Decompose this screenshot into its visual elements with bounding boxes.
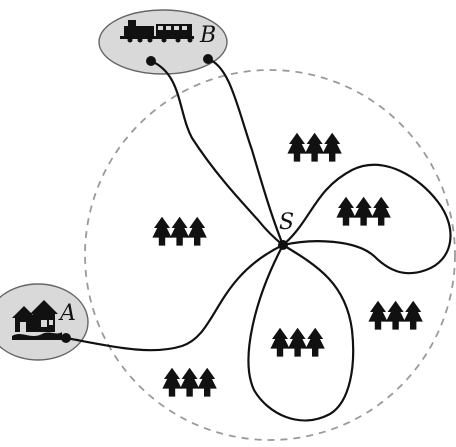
tree-icon bbox=[152, 216, 207, 246]
houses-icon bbox=[12, 300, 62, 340]
location-a: A bbox=[0, 283, 89, 361]
tree-icon bbox=[287, 132, 342, 162]
loop-south bbox=[247, 243, 355, 422]
location-b: B bbox=[98, 9, 228, 75]
tree-icon bbox=[368, 300, 423, 330]
tree-icon bbox=[270, 327, 325, 357]
hub-s bbox=[278, 240, 288, 250]
route-b-left bbox=[149, 59, 285, 247]
route-a bbox=[64, 243, 285, 352]
tree-icon bbox=[336, 196, 391, 226]
label-a: A bbox=[58, 301, 76, 326]
tree-icon bbox=[162, 367, 217, 397]
loop-east bbox=[281, 163, 452, 275]
route-b-right bbox=[206, 57, 285, 247]
routes bbox=[64, 57, 452, 422]
label-s: S bbox=[279, 210, 294, 235]
region-boundary bbox=[84, 69, 456, 441]
label-b: B bbox=[199, 23, 216, 48]
train-icon bbox=[120, 20, 194, 43]
